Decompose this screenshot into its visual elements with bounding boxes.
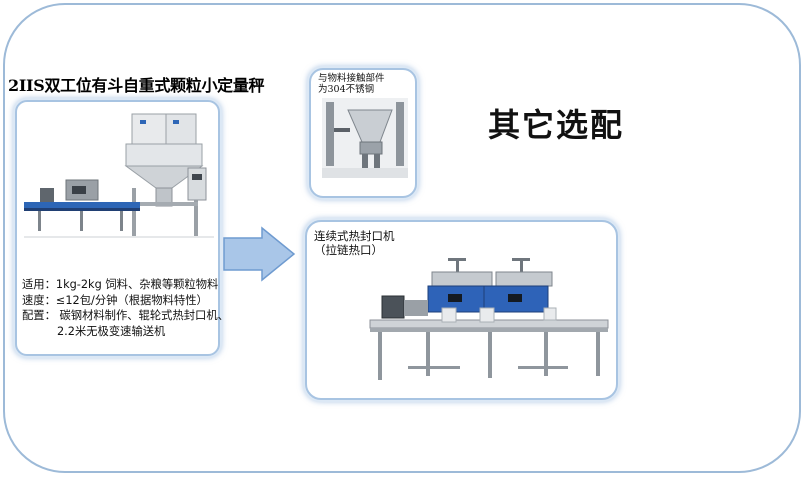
stainless-hopper-image (322, 98, 408, 178)
spec-config: 配置： 碳钢材料制作、辊轮式热封口机、 (22, 309, 229, 322)
sealer-title-line2: （拉链热口） (314, 243, 383, 257)
continuous-sealer-image (369, 258, 609, 380)
spec-config-cont: 2.2米无极变速输送机 (57, 324, 166, 338)
sealer-title: 连续式热封口机 （拉链热口） (314, 229, 395, 257)
stainless-note-line1: 与物料接触部件 (318, 73, 385, 84)
weighing-machine-image (24, 113, 214, 238)
product-title: 2IIS双工位有斗自重式颗粒小定量秤 (8, 76, 265, 95)
spec-usage: 适用：1kg-2kg 饲料、杂粮等颗粒物料 (22, 278, 219, 291)
sealer-title-line1: 连续式热封口机 (314, 229, 395, 243)
options-heading: 其它选配 (488, 106, 625, 144)
spec-speed: 速度：≤12包/分钟（根据物料特性） (22, 293, 208, 307)
right-arrow-icon (223, 226, 296, 282)
stainless-note-line2: 为304不锈钢 (318, 84, 375, 95)
product-spec-list: 适用：1kg-2kg 饲料、杂粮等颗粒物料 速度：≤12包/分钟（根据物料特性）… (22, 277, 229, 339)
stainless-note: 与物料接触部件 为304不锈钢 (318, 73, 385, 95)
